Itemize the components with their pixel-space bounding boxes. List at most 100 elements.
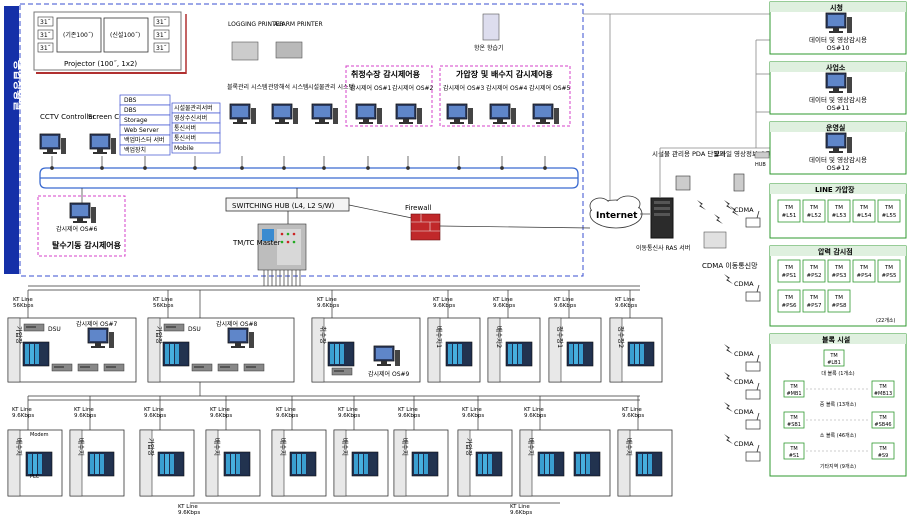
switching-hub xyxy=(225,197,350,212)
intake-title: 취정수장 감시제어용 xyxy=(351,69,421,79)
kt-speed-label: 56Kbps xyxy=(153,303,174,309)
field-site-label: 취수장 xyxy=(319,326,328,344)
lan-port xyxy=(322,166,326,170)
control-room-bar xyxy=(4,6,19,274)
tm-box xyxy=(783,380,805,398)
cdma-network-label: CDMA 이동통신망 xyxy=(702,261,758,270)
block-caption: 중 블록 (13개소) xyxy=(820,401,856,408)
tm-box xyxy=(852,199,876,223)
tm-label: TM xyxy=(784,295,793,301)
rtu-panel xyxy=(573,451,601,477)
tm-label: TM xyxy=(884,265,893,271)
kt-speed-label: 9.6Kbps xyxy=(178,510,200,516)
kt-line-label: KT Line xyxy=(510,504,530,510)
rtu-panel xyxy=(25,451,53,477)
tm-box xyxy=(802,289,826,313)
server-label: Web Server xyxy=(124,127,159,134)
server-label: 시설물관리서버 xyxy=(174,104,213,112)
kt-speed-label: 9.6Kbps xyxy=(74,413,96,419)
lan-port xyxy=(143,166,147,170)
internet-label: Internet xyxy=(596,211,638,221)
ws-asset-label: 시설물관리 시스템 xyxy=(308,83,354,91)
tm-label: TM xyxy=(834,205,843,211)
tm-box xyxy=(783,442,805,460)
dsu-device xyxy=(163,323,185,332)
ops-title: 운영실 xyxy=(826,123,845,132)
kt-speed-label: 9.6Kbps xyxy=(554,303,576,309)
pressure-note: (22개소) xyxy=(876,317,896,324)
tm-label: TM xyxy=(784,265,793,271)
pda-device xyxy=(675,175,691,191)
lan-port xyxy=(543,166,547,170)
tm-box xyxy=(827,289,851,313)
field-device xyxy=(103,363,125,372)
block-caption: 소 블록 (46개소) xyxy=(820,432,856,439)
os6-label: 감시제어 OS#6 xyxy=(56,225,98,233)
kt-line-label: KT Line xyxy=(13,297,33,303)
hygrometer-label: 항온 항습기 xyxy=(474,44,504,52)
tm-label: TM xyxy=(878,446,886,452)
hub-label: HUB xyxy=(755,162,766,168)
tm-box xyxy=(802,259,826,283)
cdma-network xyxy=(703,231,727,249)
tm-label: TM xyxy=(829,353,837,359)
lan-ring xyxy=(39,167,579,189)
os6-workstation xyxy=(69,202,97,224)
server-label: 영상수신서버 xyxy=(174,114,207,122)
field-site-label: 배수지 xyxy=(527,438,536,456)
control-room-label: 종합상황실 xyxy=(12,60,26,111)
tm-label: #PS1 xyxy=(782,273,797,279)
rtu-panel xyxy=(289,451,317,477)
tm-label: #MB1 xyxy=(786,391,801,397)
os-label: 감시제어 OS#8 xyxy=(216,320,258,328)
pressure-group-title: 가압장 및 배수지 감시제어용 xyxy=(456,69,553,79)
kt-line-label: KT Line xyxy=(74,407,94,413)
lan-port xyxy=(457,166,461,170)
lan-port xyxy=(282,166,286,170)
pressure-monitoring: 압력 감시점 TM#PS1TM#PS2TM#PS3TM#PS4TM#PS5TM#… xyxy=(769,245,907,327)
cdma-label: CDMA xyxy=(734,350,754,358)
server-label: DBS xyxy=(124,97,137,104)
tm-box xyxy=(871,380,895,398)
field-device xyxy=(331,367,353,376)
tm-label: #L54 xyxy=(857,213,872,219)
internet-cloud xyxy=(589,195,643,229)
cctv-label: CCTV Controller xyxy=(40,113,96,121)
kt-speed-label: 9.6Kbps xyxy=(433,303,455,309)
monitor-label: 31˝ xyxy=(40,32,51,39)
rtu-panel xyxy=(635,451,663,477)
tm-label: TM xyxy=(789,415,797,421)
tm-label: #S9 xyxy=(878,453,889,459)
tm-label: #SB46 xyxy=(874,422,891,428)
block-caption: 대 블록 (1개소) xyxy=(821,370,854,377)
tm-label: #MB13 xyxy=(874,391,892,397)
firewall-label: Firewall xyxy=(405,204,431,212)
kt-line-label: KT Line xyxy=(144,407,164,413)
kt-line-label: KT Line xyxy=(524,407,544,413)
rtu-panel xyxy=(162,341,190,367)
tm-label: TM xyxy=(809,265,818,271)
wan-links xyxy=(583,13,770,200)
field-device xyxy=(217,363,239,372)
tm-label: #L55 xyxy=(882,213,897,219)
field-site-label: 가압장 xyxy=(155,326,164,344)
lan-port xyxy=(500,166,504,170)
os5-workstation xyxy=(532,103,560,125)
hygrometer xyxy=(482,13,500,41)
lan-port xyxy=(50,166,54,170)
tm-label: #LB1 xyxy=(827,360,841,366)
modem-label: Modem xyxy=(30,432,49,438)
server-box xyxy=(171,142,221,154)
os6-title: 탈수기동 감시제어용 xyxy=(52,240,122,250)
os5-label: 감시제어 OS#5 xyxy=(529,84,571,92)
ws-pipe xyxy=(271,103,299,125)
kt-line-label: KT Line xyxy=(554,297,574,303)
tm-box xyxy=(777,199,801,223)
control-room-boundary xyxy=(19,3,584,277)
dsu-label: DSU xyxy=(188,326,201,333)
screen-left-label: (기존100˝) xyxy=(63,31,93,39)
